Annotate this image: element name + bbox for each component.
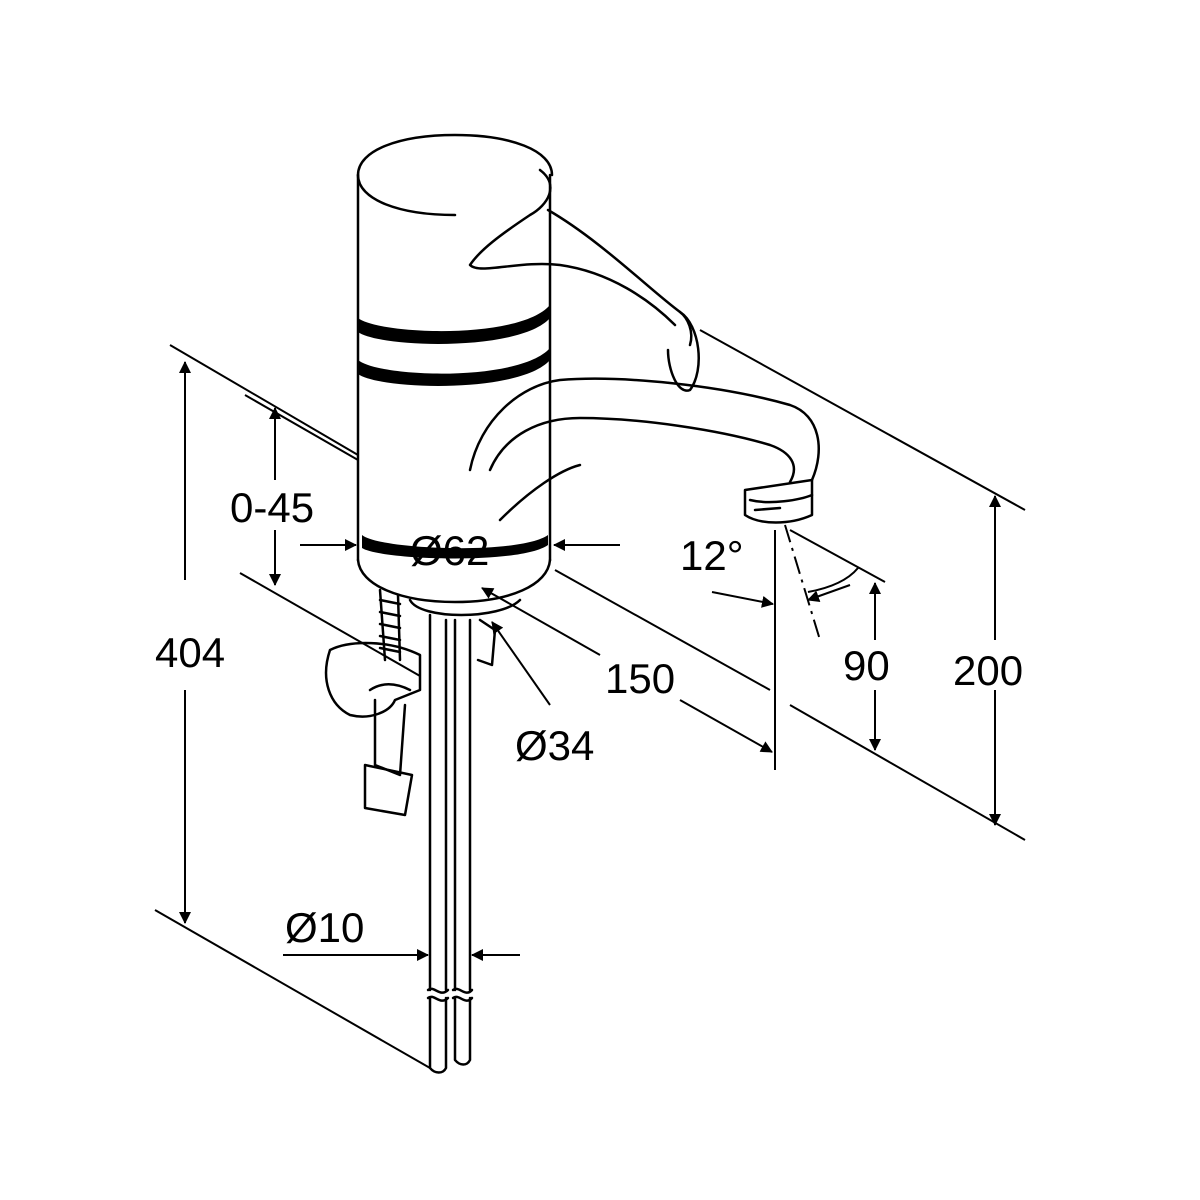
spout <box>468 377 820 524</box>
dim-label-0-45: 0-45 <box>230 484 314 531</box>
mixer-body <box>356 133 554 604</box>
dim-label-404: 404 <box>155 629 225 676</box>
dimension-lines <box>154 329 1026 1069</box>
dim-label-90: 90 <box>843 642 890 689</box>
dim-label-diameter-62: Ø62 <box>410 527 489 574</box>
lever-handle <box>468 168 700 392</box>
mounting-set <box>324 588 522 1074</box>
dim-label-12-degrees: 12° <box>680 532 744 579</box>
dim-label-150: 150 <box>605 655 675 702</box>
dim-label-200: 200 <box>953 647 1023 694</box>
dim-label-diameter-34: Ø34 <box>515 722 594 769</box>
dim-label-diameter-10: Ø10 <box>285 904 364 951</box>
